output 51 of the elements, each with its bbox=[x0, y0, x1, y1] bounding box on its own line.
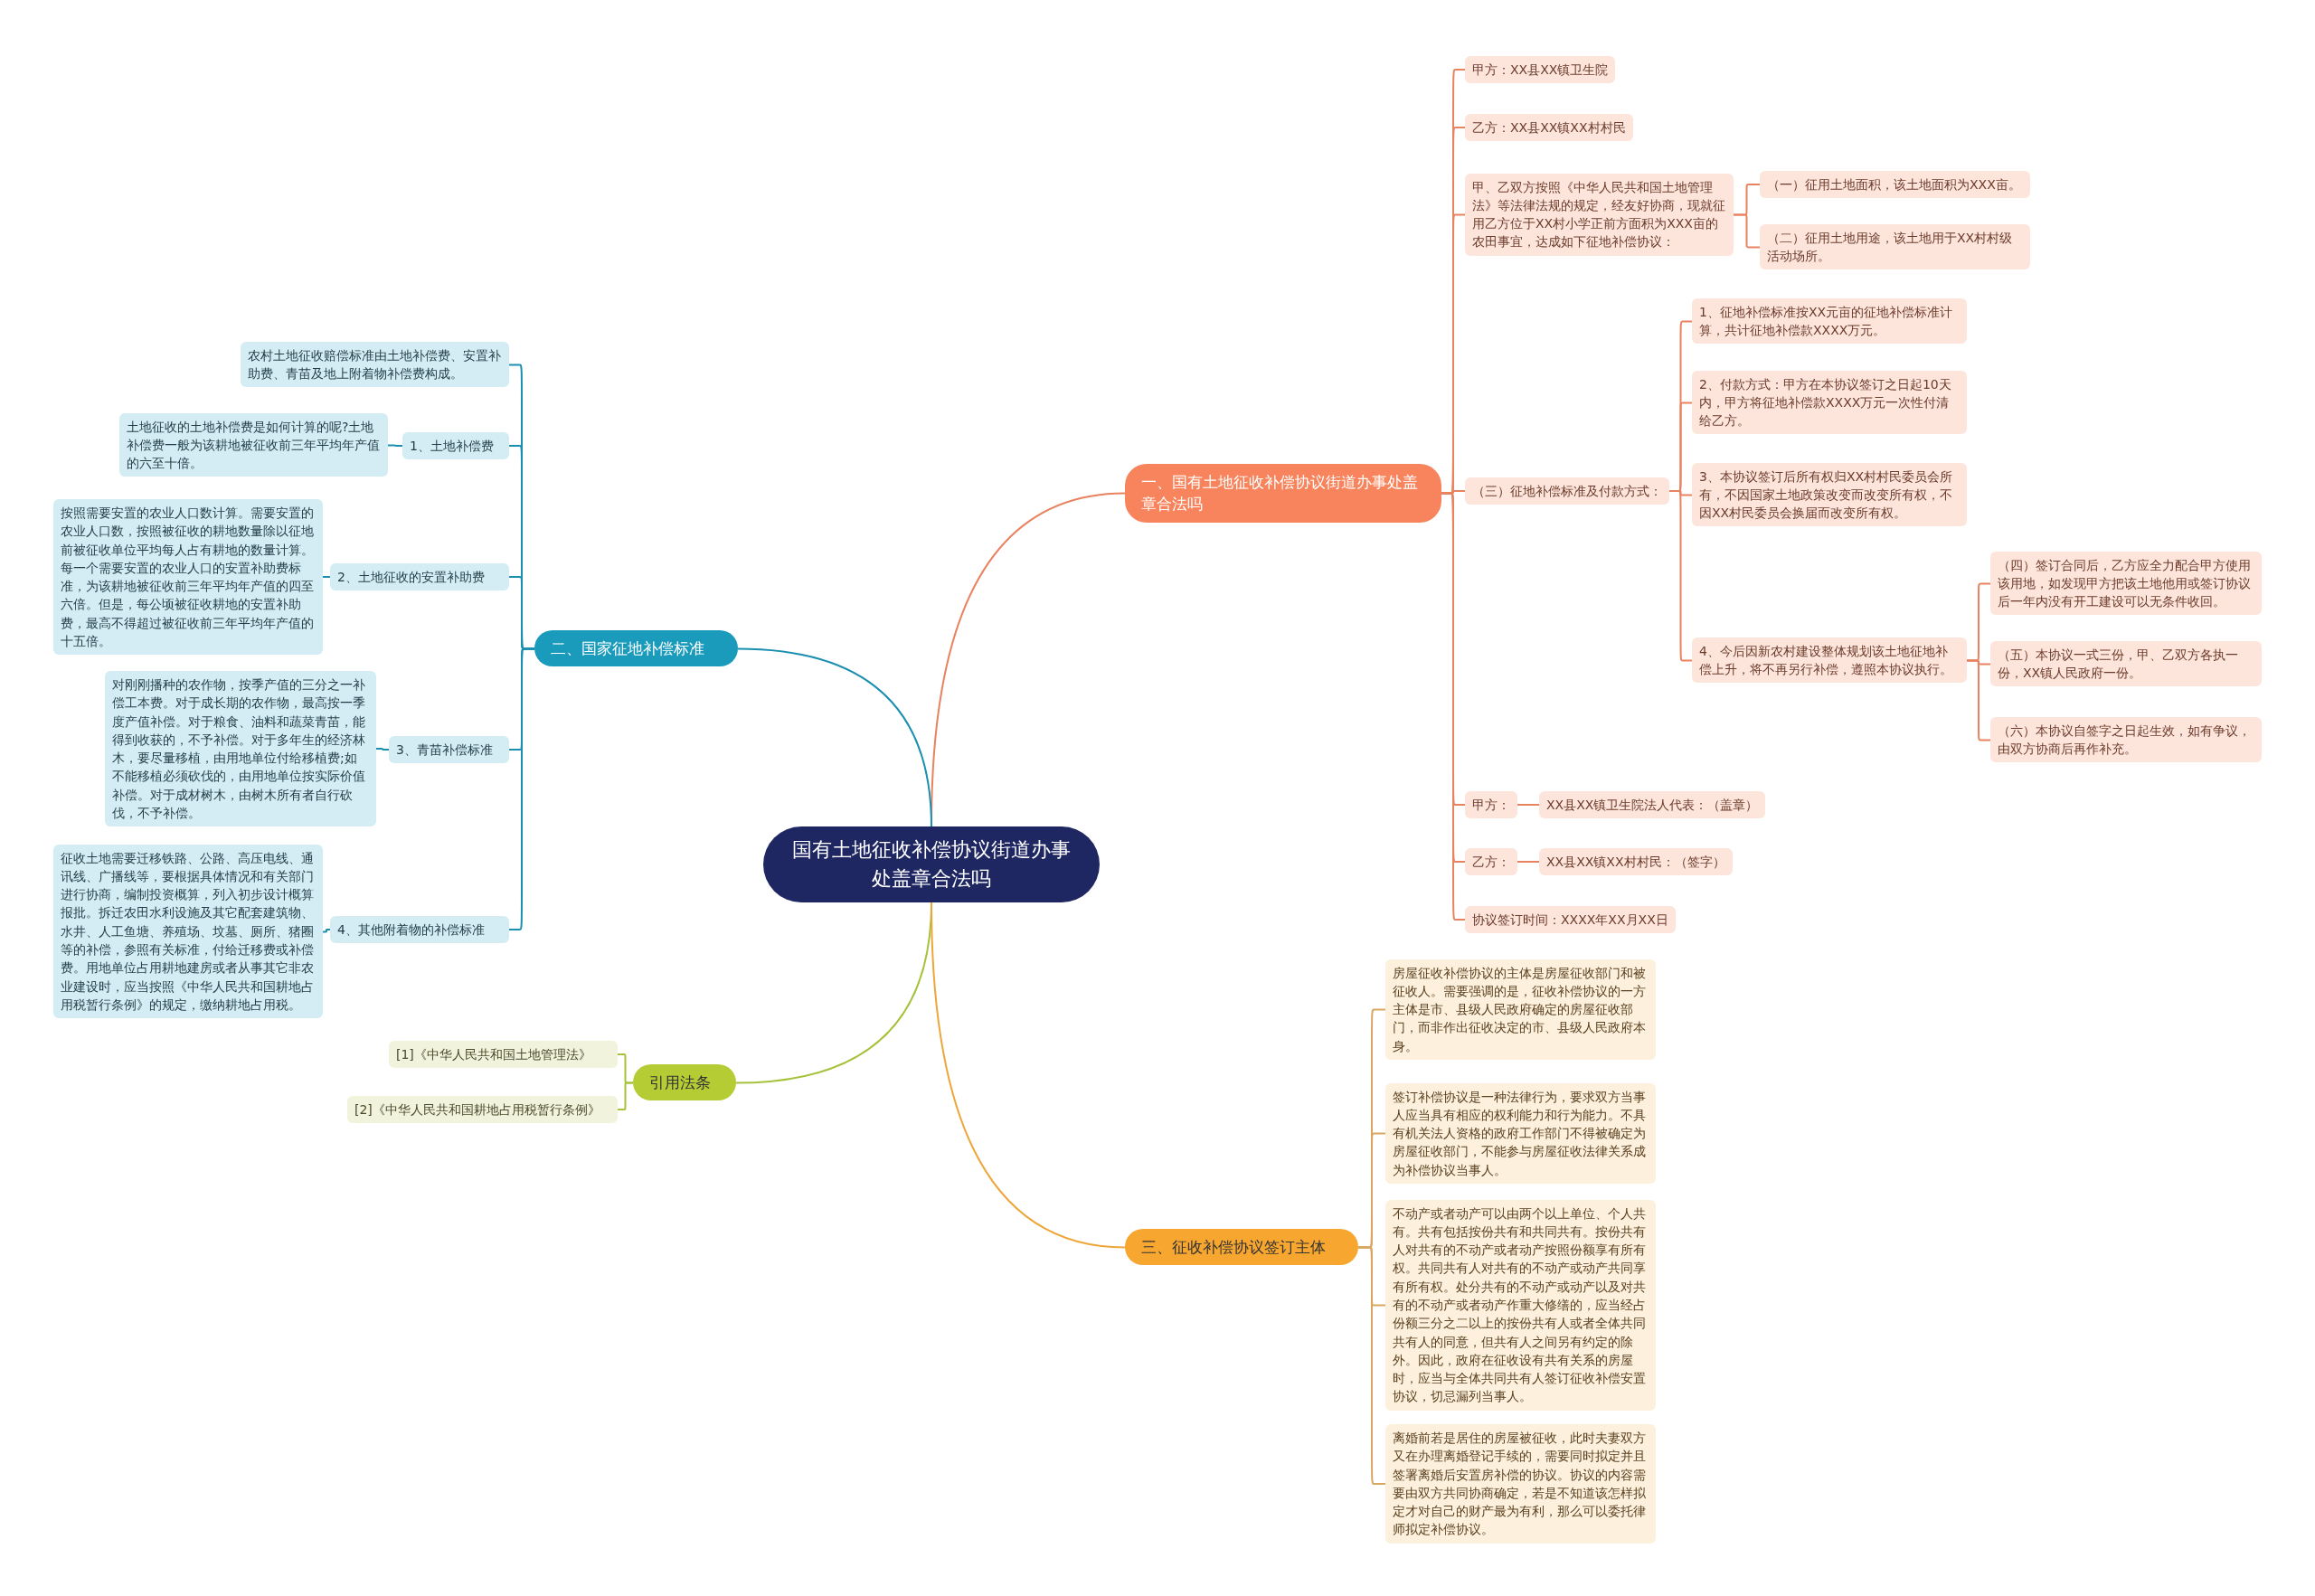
subtopic-card: 甲方： bbox=[1465, 791, 1517, 819]
subtopic-card: （四）签订合同后，乙方应全力配合甲方使用该用地，如发现甲方把该土地他用或签订协议后一年内没有开工建设可以无条件收回。 bbox=[1990, 551, 2262, 616]
subtopic-card: 甲方：XX县XX镇卫生院 bbox=[1465, 56, 1616, 84]
subtopic-card: 甲、乙双方按照《中华人民共和国土地管理法》等法律法规的规定，经友好协商，现就征用乙方位于XX村小学正前方面积为XXX亩的农田事宜，达成如下征地补偿协议： bbox=[1465, 173, 1734, 256]
subtopic-card: 4、其他附着物的补偿标准 bbox=[330, 916, 509, 944]
subtopic-card: （六）本协议自签字之日起生效，如有争议，由双方协商后再作补充。 bbox=[1990, 716, 2262, 763]
subtopic-card: 协议签订时间：XXXX年XX月XX日 bbox=[1465, 906, 1676, 934]
branch-topic: 二、国家征地补偿标准 bbox=[534, 629, 738, 667]
subtopic-card: 3、青苗补偿标准 bbox=[389, 736, 509, 764]
subtopic-card: （一）征用土地面积，该土地面积为XXX亩。 bbox=[1760, 171, 2030, 199]
subtopic-card: 乙方： bbox=[1465, 848, 1517, 876]
subtopic-card: 对刚刚播种的农作物，按季产值的三分之一补偿工本费。对于成长期的农作物，最高按一季度产值补偿。对于粮食、油料和蔬菜青苗，能得到收获的，不予补偿。对于多年生的经济林木，要尽量移植，由用地单位付给移植费;如不能移植必须砍伐的，由用地单位按实际价值补偿。对于成材树木，由树木所有者自行砍伐，不予补偿。 bbox=[105, 671, 376, 827]
central-topic: 国有土地征收补偿协议街道办事处盖章合法吗 bbox=[763, 826, 1100, 902]
subtopic-card: 征收土地需要迁移铁路、公路、高压电线、通讯线、广播线等，要根据具体情况和有关部门进行协商，编制投资概算，列入初步设计概算报批。拆迁农田水利设施及其它配套建筑物、水井、人工鱼塘、养殖场、坟墓、厕所、猪圈等的补偿，参照有关标准，付给迁移费或补偿费。用地单位占用耕地建房或者从事其它非农业建设时，应当按照《中华人民共和国耕地占用税暂行条例》的规定，缴纳耕地占用税。 bbox=[53, 844, 323, 1019]
connector-line bbox=[1517, 861, 1540, 863]
subtopic-card: （五）本协议一式三份，甲、乙双方各执一份，XX镇人民政府一份。 bbox=[1990, 640, 2262, 687]
connector-line bbox=[322, 576, 331, 578]
subtopic-card: 不动产或者动产可以由两个以上单位、个人共有。共有包括按份共有和共同共有。按份共有人对共有的不动产或者动产按照份额享有所有权。共同共有人对共有的不动产或动产共同享有所有权。处分共有的不动产或动产以及对共有的不动产或者动产作重大修缮的，应当经占份额三分之二以上的按份共有人或者全体共同共有人的同意，但共有人之间另有约定的除外。因此，政府在征收设有共有关系的房屋时，应当与全体共同共有人签订征收补偿安置协议，切忌漏列当事人。 bbox=[1385, 1199, 1656, 1411]
subtopic-card: 2、土地征收的安置补助费 bbox=[330, 563, 509, 591]
subtopic-card: 4、今后因新农村建设整体规划该土地征地补偿上升，将不再另行补偿，遵照本协议执行。 bbox=[1692, 637, 1967, 684]
branch-topic: 一、国有土地征收补偿协议街道办事处盖章合法吗 bbox=[1125, 463, 1441, 523]
subtopic-card: 土地征收的土地补偿费是如何计算的呢?土地补偿费一般为该耕地被征收前三年平均年产值的六至十倍。 bbox=[119, 412, 388, 477]
connector-line bbox=[931, 902, 1126, 1249]
subtopic-card: 3、本协议签订后所有权归XX村村民委员会所有，不因国家土地政策改变而改变所有权，不因XX村民委员会换届而改变所有权。 bbox=[1692, 462, 1967, 527]
subtopic-card: 2、付款方式：甲方在本协议签订之日起10天内，甲方将征地补偿款XXXX万元一次性付清给乙方。 bbox=[1692, 370, 1967, 435]
connector-line bbox=[1357, 1246, 1386, 1485]
subtopic-card: [2]《中华人民共和国耕地占用税暂行条例》 bbox=[347, 1096, 618, 1124]
connector-line bbox=[322, 929, 331, 933]
subtopic-card: 签订补偿协议是一种法律行为，要求双方当事人应当具有相应的权利能力和行为能力。不具有机关法人资格的政府工作部门不得被确定为房屋征收部门，不能参与房屋征收法律关系成为补偿协议当事人。 bbox=[1385, 1082, 1656, 1184]
connector-line bbox=[375, 748, 390, 751]
subtopic-card: 农村土地征收赔偿标准由土地补偿费、安置补助费、青苗及地上附着物补偿费构成。 bbox=[241, 341, 509, 388]
connector-line bbox=[617, 1081, 634, 1110]
subtopic-card: XX县XX镇XX村村民：（签字） bbox=[1539, 848, 1733, 876]
connector-line bbox=[737, 647, 932, 827]
subtopic-card: 离婚前若是居住的房屋被征收，此时夫妻双方又在办理离婚登记手续的，需要同时拟定并且签署离婚后安置房补偿的协议。协议的内容需要由双方共同协商确定，若是不知道该怎样拟定才对自己的财产最为有利，那么可以委托律师拟定补偿协议。 bbox=[1385, 1424, 1656, 1544]
subtopic-card: 房屋征收补偿协议的主体是房屋征收部门和被征收人。需要强调的是，征收补偿协议的一方主体是市、县级人民政府确定的房屋征收部门，而非作出征收决定的市、县级人民政府本身。 bbox=[1385, 959, 1656, 1060]
connector-line bbox=[1517, 804, 1540, 806]
subtopic-card: （二）征用土地用途，该土地用于XX村村级活动场所。 bbox=[1760, 223, 2030, 270]
connector-line bbox=[508, 647, 535, 930]
subtopic-card: 1、土地补偿费 bbox=[402, 432, 509, 460]
subtopic-card: 1、征地补偿标准按XX元亩的征地补偿标准计算，共计征地补偿款XXXX万元。 bbox=[1692, 297, 1967, 345]
subtopic-card: （三）征地补偿标准及付款方式： bbox=[1465, 477, 1669, 505]
branch-topic: 三、征收补偿协议签订主体 bbox=[1125, 1228, 1358, 1266]
subtopic-card: 乙方：XX县XX镇XX村村民 bbox=[1465, 114, 1633, 142]
subtopic-card: XX县XX镇卫生院法人代表：（盖章） bbox=[1539, 791, 1766, 819]
connector-line bbox=[1733, 213, 1761, 249]
subtopic-card: 按照需要安置的农业人口数计算。需要安置的农业人口数，按照被征收的耕地数量除以征地前被征收单位平均每人占有耕地的数量计算。每一个需要安置的农业人口的安置补助费标准，为该耕地被征收前三年平均年产值的四至六倍。但是，每公顷被征收耕地的安置补助费，最高不得超过被征收前三年平均年产值的十五倍。 bbox=[53, 499, 323, 656]
branch-topic: 引用法条 bbox=[633, 1063, 736, 1101]
connector-line bbox=[1966, 659, 1991, 741]
subtopic-card: [1]《中华人民共和国土地管理法》 bbox=[389, 1041, 618, 1069]
connector-line bbox=[387, 444, 403, 447]
